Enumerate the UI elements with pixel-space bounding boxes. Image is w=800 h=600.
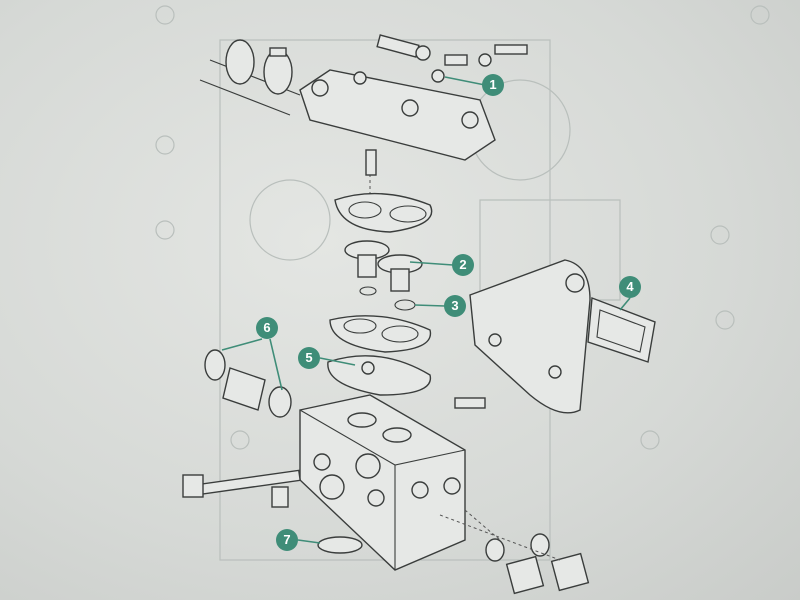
callout-leaders: [221, 76, 631, 544]
thermostat-housing-block: [182, 394, 466, 571]
connector-pipe: [204, 349, 292, 418]
callout-1: 1: [482, 74, 504, 96]
callout-5: 5: [298, 347, 320, 369]
inlet-pipe-with-clamps: [199, 39, 301, 116]
mounting-bracket: [454, 259, 656, 414]
callout-2: 2: [452, 254, 474, 276]
callout-3: 3: [444, 295, 466, 317]
bolts-and-washers: [365, 34, 528, 176]
callout-4: 4: [619, 276, 641, 298]
drain-plugs: [317, 509, 590, 595]
callout-6: 6: [256, 317, 278, 339]
thermostat-stack: [327, 192, 433, 396]
thermostat-housing-cover: [299, 69, 496, 200]
callout-7: 7: [276, 529, 298, 551]
